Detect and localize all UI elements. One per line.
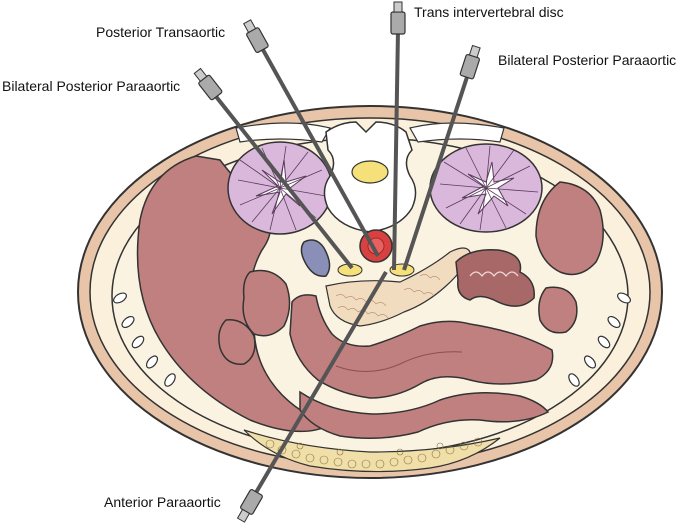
label-posterior-transaortic: Posterior Transaortic xyxy=(96,24,226,40)
label-anterior-paraaortic: Anterior Paraaortic xyxy=(104,494,221,510)
needle-bilateral-posterior-paraaortic-left xyxy=(193,67,354,270)
label-bilateral-posterior-paraaortic-right: Bilateral Posterior Paraaortic xyxy=(498,52,677,68)
right-kidney xyxy=(429,143,543,233)
right-back-muscle xyxy=(409,122,505,143)
descending-colon xyxy=(538,286,578,334)
needle-anterior-paraaortic xyxy=(236,270,388,523)
stomach-rugae xyxy=(335,351,463,373)
jejunum-folds xyxy=(469,271,519,277)
duodenum xyxy=(242,269,291,337)
needle-posterior-transaortic xyxy=(243,19,380,257)
omental-fat-cells xyxy=(265,437,483,469)
label-trans-intervertebral-disc: Trans intervertebral disc xyxy=(414,4,564,20)
spleen xyxy=(535,181,604,276)
ivc xyxy=(300,239,331,277)
intervertebral-disc xyxy=(351,160,389,184)
transverse-colon xyxy=(299,390,550,439)
left-ribs xyxy=(113,292,176,387)
stomach xyxy=(289,294,554,399)
needle-bilateral-posterior-paraaortic-right xyxy=(402,44,481,271)
jejunum xyxy=(455,249,535,307)
right-ribs xyxy=(568,292,631,387)
needle-trans-intervertebral xyxy=(390,1,406,271)
pancreas-texture xyxy=(335,274,441,319)
omental-fat xyxy=(243,429,501,473)
gallbladder xyxy=(218,319,256,365)
label-bilateral-posterior-paraaortic-left: Bilateral Posterior Paraaortic xyxy=(2,78,181,94)
